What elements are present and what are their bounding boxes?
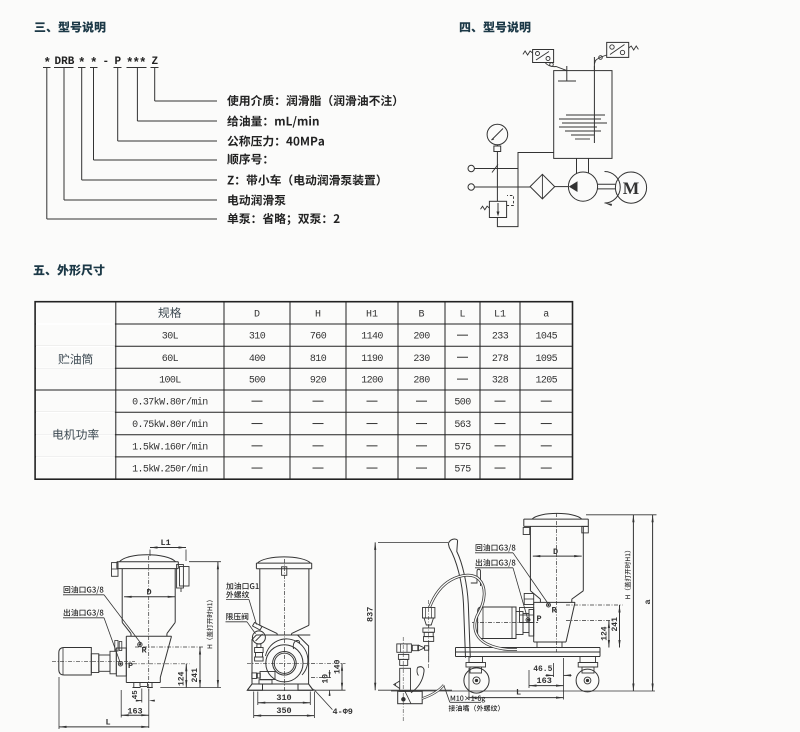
svg-text:278: 278 [492, 354, 509, 365]
svg-text:D: D [254, 310, 260, 321]
svg-text:575: 575 [454, 465, 471, 476]
svg-text:1.5kW.160r/min: 1.5kW.160r/min [132, 441, 208, 453]
svg-text:1140: 1140 [361, 332, 383, 343]
svg-text:837: 837 [366, 607, 376, 622]
svg-text:a: a [543, 310, 549, 321]
svg-text:310: 310 [276, 693, 291, 703]
svg-text:R: R [552, 605, 558, 615]
svg-text:a: a [643, 599, 653, 604]
svg-text:920: 920 [310, 376, 327, 387]
svg-text:B: B [418, 310, 424, 321]
svg-text:46.5: 46.5 [533, 665, 552, 674]
svg-text:L: L [105, 718, 110, 728]
svg-text:4-Φ9: 4-Φ9 [333, 707, 353, 717]
svg-text:0.37kW.80r/min: 0.37kW.80r/min [132, 397, 208, 409]
svg-text:P: P [537, 614, 542, 624]
svg-text:D: D [553, 547, 558, 557]
svg-text:500: 500 [249, 376, 266, 387]
svg-text:DRB: DRB [55, 56, 75, 68]
svg-text:D: D [147, 588, 152, 598]
svg-text:124: 124 [600, 626, 609, 641]
svg-text:60L: 60L [162, 354, 179, 365]
svg-text:233: 233 [492, 332, 509, 343]
svg-text:350: 350 [276, 706, 291, 716]
svg-text:P: P [128, 661, 133, 671]
svg-text:241: 241 [611, 617, 620, 632]
svg-text:***: *** [126, 57, 146, 71]
svg-text:810: 810 [310, 354, 327, 365]
svg-text:L: L [516, 687, 521, 697]
svg-text:Z: Z [152, 56, 159, 68]
svg-text:H1: H1 [366, 310, 378, 321]
svg-text:500: 500 [454, 398, 471, 409]
svg-text:1200: 1200 [361, 376, 383, 387]
svg-text:140: 140 [334, 659, 343, 674]
svg-text:R: R [142, 646, 148, 656]
svg-text:L1: L1 [494, 310, 506, 321]
svg-text:575: 575 [454, 442, 471, 453]
svg-text:1.5kW.250r/min: 1.5kW.250r/min [132, 464, 208, 476]
svg-text:230: 230 [413, 354, 430, 365]
svg-text:*: * [78, 57, 86, 71]
svg-text:1190: 1190 [361, 354, 383, 365]
svg-text:45: 45 [132, 690, 140, 700]
svg-text:400: 400 [249, 354, 266, 365]
svg-text:241: 241 [191, 668, 200, 683]
svg-text:163: 163 [537, 676, 552, 686]
svg-text:280: 280 [413, 376, 430, 387]
svg-text:124: 124 [177, 671, 186, 686]
svg-text:310: 310 [249, 332, 266, 343]
svg-text:0.75kW.80r/min: 0.75kW.80r/min [132, 419, 208, 431]
svg-text:100L: 100L [159, 376, 181, 387]
svg-text:1045: 1045 [535, 332, 557, 343]
svg-text:200: 200 [413, 332, 430, 343]
svg-text:1095: 1095 [535, 354, 557, 365]
svg-text:563: 563 [454, 420, 471, 431]
svg-text:*: * [44, 57, 52, 71]
svg-text:-: - [103, 56, 110, 68]
svg-text:1205: 1205 [535, 376, 557, 387]
svg-text:10: 10 [321, 674, 330, 684]
svg-text:328: 328 [492, 376, 509, 387]
svg-text:H: H [315, 310, 321, 321]
svg-text:P: P [115, 56, 122, 68]
svg-text:30L: 30L [162, 332, 179, 343]
svg-text:*: * [90, 57, 98, 71]
svg-text:L: L [459, 310, 465, 321]
svg-text:L1: L1 [161, 538, 171, 548]
svg-text:760: 760 [310, 332, 327, 343]
svg-text:163: 163 [127, 706, 142, 716]
